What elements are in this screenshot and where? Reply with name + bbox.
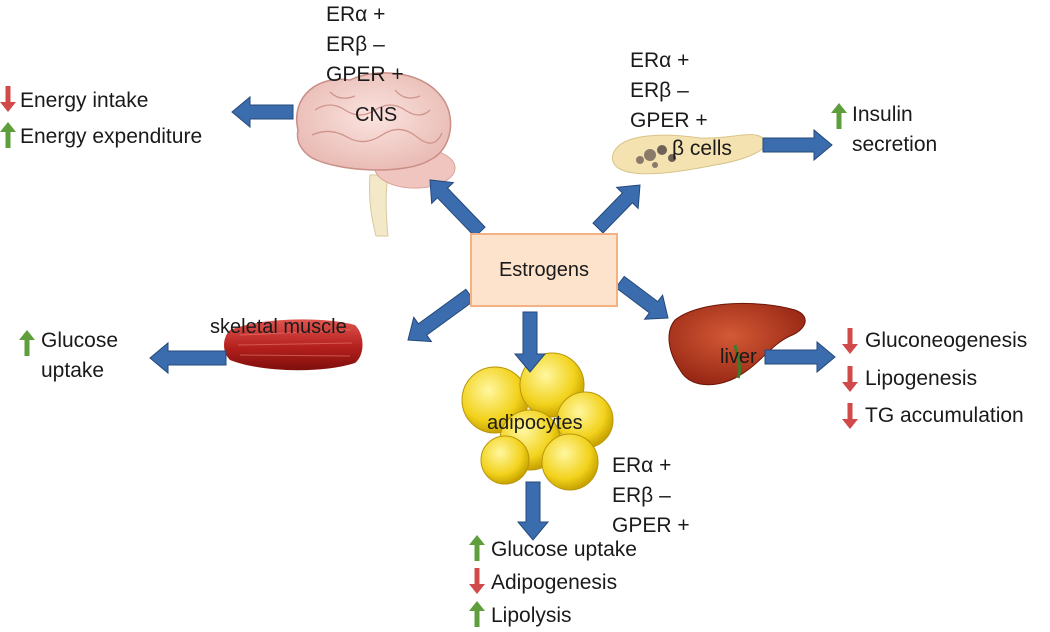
liver-effect-3: TG accumulation <box>865 404 1024 427</box>
adipocyte-effect-3: Lipolysis <box>491 604 572 627</box>
arrow-liver-to-effects <box>764 340 836 374</box>
estrogens-label: Estrogens <box>498 258 590 281</box>
adipocytes-image <box>461 352 614 491</box>
arrow-estrogens-to-liver <box>615 275 669 320</box>
receptor-line: ERβ – <box>326 33 385 56</box>
pancreas-image <box>611 134 767 175</box>
beta-receptor-list: ERα + ERβ – GPER + <box>630 46 708 136</box>
arrow-estrogens-to-beta-cells <box>592 184 641 234</box>
receptor-line: ERα + <box>630 49 690 72</box>
decrease-arrow-icon <box>842 328 858 354</box>
decrease-arrow-icon <box>842 366 858 392</box>
increase-arrow-icon <box>0 122 16 148</box>
increase-arrow-icon <box>469 535 485 561</box>
arrow-estrogens-to-cns <box>429 179 486 238</box>
decrease-arrow-icon <box>0 86 16 112</box>
muscle-label: skeletal muscle <box>210 316 347 338</box>
muscle-image <box>224 319 363 371</box>
increase-arrow-icon <box>469 601 485 627</box>
arrow-estrogens-to-muscle <box>407 288 475 343</box>
liver-effect-1: Gluconeogenesis <box>865 329 1028 352</box>
arrow-muscle-to-effects <box>149 341 227 375</box>
beta-cells-label: β cells <box>672 137 732 160</box>
receptor-line: ERα + <box>326 3 386 26</box>
liver-label: liver <box>720 346 757 368</box>
adipocyte-effect-2: Adipogenesis <box>491 571 618 594</box>
adipocytes-label: adipocytes <box>487 412 583 434</box>
beta-effect-1: Insulin secretion <box>852 103 938 156</box>
cns-label: CNS <box>355 104 398 126</box>
cns-effect-2: Energy expenditure <box>20 125 203 148</box>
cns-receptor-list: ERα + ERβ – GPER + <box>326 0 404 90</box>
decrease-arrow-icon <box>469 568 485 594</box>
muscle-effect-1: Glucose uptake <box>41 329 119 382</box>
arrow-estrogens-to-adipocytes <box>513 311 547 373</box>
receptor-line: GPER + <box>326 63 404 86</box>
receptor-line: ERβ – <box>630 79 689 102</box>
arrow-cns-to-effects <box>231 95 294 129</box>
receptor-line: ERβ – <box>612 484 671 507</box>
receptor-line: GPER + <box>612 514 690 537</box>
cns-effect-1: Energy intake <box>20 89 149 112</box>
decrease-arrow-icon <box>842 403 858 429</box>
estrogens-box: Estrogens <box>470 233 618 307</box>
receptor-line: ERα + <box>612 454 672 477</box>
arrow-beta-cells-to-effects <box>762 128 833 162</box>
increase-arrow-icon <box>831 103 847 129</box>
increase-arrow-icon <box>19 330 35 356</box>
arrow-adipocytes-to-effects <box>516 481 550 541</box>
brain-image <box>295 72 456 237</box>
adipocyte-receptor-list: ERα + ERβ – GPER + <box>612 451 690 541</box>
adipocyte-effect-1: Glucose uptake <box>491 538 637 561</box>
liver-image <box>668 302 806 386</box>
receptor-line: GPER + <box>630 109 708 132</box>
liver-effect-2: Lipogenesis <box>865 367 978 390</box>
